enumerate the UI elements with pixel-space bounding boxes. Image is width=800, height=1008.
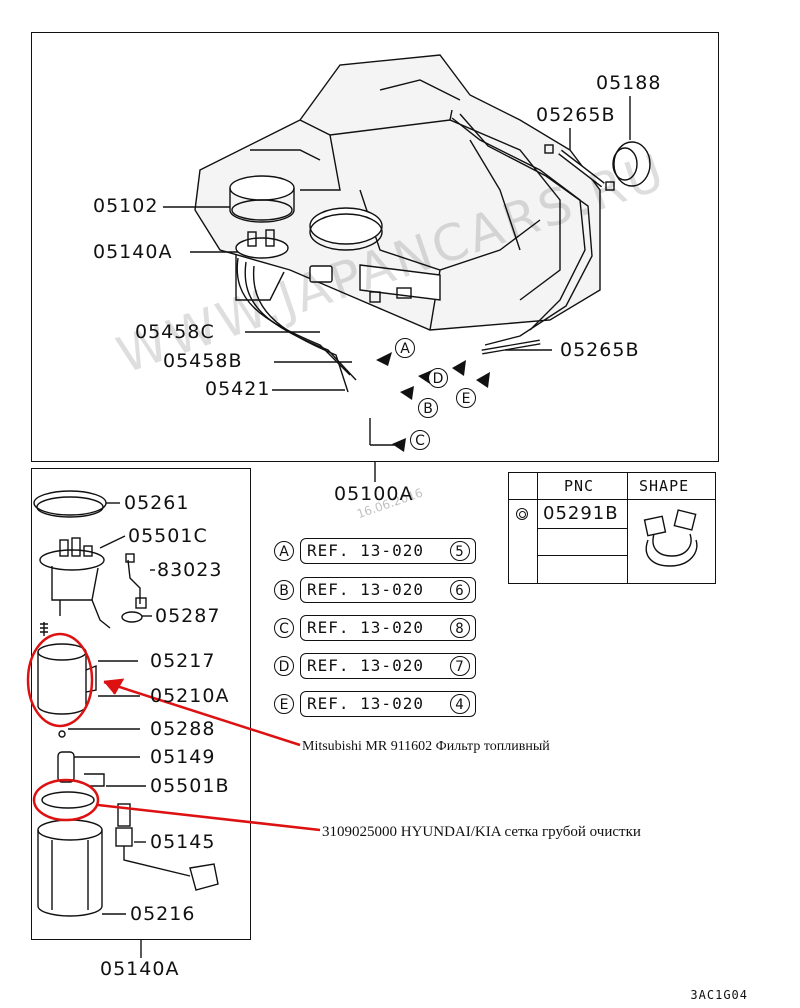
reference-letter: B <box>274 580 294 600</box>
reference-letter: C <box>274 618 294 638</box>
label-05421: 05421 <box>205 378 271 400</box>
oring-05288 <box>58 730 66 738</box>
seal-ring-05261 <box>33 490 107 518</box>
label-05217: 05217 <box>150 650 216 672</box>
reference-box: REF. 13-020 7 <box>300 653 476 679</box>
reference-letter: A <box>274 541 294 561</box>
label-05288: 05288 <box>150 718 216 740</box>
connector-d: D <box>428 368 448 388</box>
label-05140a-bottom: 05140A <box>100 958 180 980</box>
reference-text: REF. 13-020 <box>307 580 424 599</box>
pnc-shape-table: PNC SHAPE 05291B <box>508 472 716 584</box>
label-05210a: 05210A <box>150 685 230 707</box>
reference-box: REF. 13-020 5 <box>300 538 476 564</box>
reference-box: REF. 13-020 6 <box>300 577 476 603</box>
spring <box>40 622 48 636</box>
fuel-tank-illustration <box>194 54 601 331</box>
mesh-highlight-line <box>97 803 321 832</box>
fuel-gauge-05145 <box>115 803 219 891</box>
cap-05188 <box>612 141 651 187</box>
reference-page: 5 <box>450 541 470 561</box>
label-05145: 05145 <box>150 831 216 853</box>
mesh-annotation: 3109025000 HYUNDAI/KIA сетка грубой очис… <box>322 824 641 840</box>
reference-page: 8 <box>450 618 470 638</box>
diagram-code: 3AC1G04 <box>690 988 748 1002</box>
filter-highlight-line <box>103 680 301 747</box>
label-05265b-top: 05265B <box>536 104 616 126</box>
table-pnc-value: 05291B <box>543 503 619 524</box>
label-83023: 83023 <box>157 559 223 581</box>
label-05216: 05216 <box>130 903 196 925</box>
pump-flange-05140a <box>235 229 289 301</box>
wiring-83023 <box>125 553 147 609</box>
clip-05287 <box>121 611 143 623</box>
filter-highlight-circle <box>26 632 94 728</box>
hose-05265b <box>544 144 615 191</box>
pnc-header: PNC <box>564 477 595 495</box>
reference-box: REF. 13-020 4 <box>300 691 476 717</box>
label-05102: 05102 <box>93 195 159 217</box>
reference-page: 7 <box>450 656 470 676</box>
connector-a: A <box>395 338 415 358</box>
reference-text: REF. 13-020 <box>307 618 424 637</box>
reference-box: REF. 13-020 8 <box>300 615 476 641</box>
label-05261: 05261 <box>124 492 190 514</box>
reference-text: REF. 13-020 <box>307 656 424 675</box>
reference-text: REF. 13-020 <box>307 541 424 560</box>
label-05287: 05287 <box>155 605 221 627</box>
connector-c: C <box>410 430 430 450</box>
fuel-tank-frame <box>31 32 719 462</box>
mesh-highlight-circle <box>32 778 100 822</box>
label-05140a: 05140A <box>93 241 173 263</box>
shape-header: SHAPE <box>639 477 690 495</box>
bullet-symbol-icon <box>516 508 528 520</box>
pump-flange-05501c <box>39 537 111 629</box>
label-05501b: 05501B <box>150 775 230 797</box>
reference-text: REF. 13-020 <box>307 694 424 713</box>
reference-letter: D <box>274 656 294 676</box>
label-05149: 05149 <box>150 746 216 768</box>
connector-block <box>309 265 333 283</box>
red-highlights <box>26 632 321 832</box>
tank-ring-05102 <box>229 175 295 223</box>
fuel-pump-05149 <box>57 751 140 783</box>
label-05458c: 05458C <box>135 321 215 343</box>
reservoir-05216 <box>37 819 103 917</box>
reference-page: 4 <box>450 694 470 714</box>
connector-e: E <box>456 388 476 408</box>
label-05265b-right: 05265B <box>560 339 640 361</box>
filter-annotation: Mitsubishi MR 911602 Фильтр топливный <box>302 739 550 754</box>
fuel-lines <box>236 109 593 393</box>
bracket-05501b <box>41 773 105 809</box>
label-05458b: 05458B <box>163 350 243 372</box>
connector-b: B <box>418 398 438 418</box>
reference-letter: E <box>274 694 294 714</box>
flow-arrows <box>376 352 490 452</box>
label-05100a: 05100A <box>334 483 414 505</box>
label-05501c: 05501C <box>128 525 208 547</box>
label-05188: 05188 <box>596 72 662 94</box>
clamp-shape-illustration <box>643 509 698 567</box>
reference-page: 6 <box>450 580 470 600</box>
